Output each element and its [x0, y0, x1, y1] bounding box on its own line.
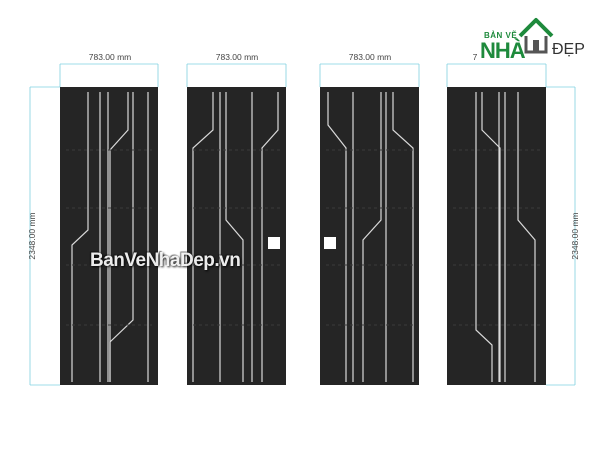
handle-square-right [268, 237, 280, 249]
groove-line [481, 92, 501, 382]
width-label-2: 783.00 mm [216, 52, 259, 62]
door-panel-2 [187, 87, 286, 385]
handle-square-left [324, 237, 336, 249]
door-panel-3 [320, 87, 419, 385]
groove-line [109, 92, 134, 382]
groove-line [71, 92, 89, 382]
door-panel-4 [447, 87, 546, 385]
dimension-lines [29, 63, 576, 386]
logo-top-text: BẢN VẼ [484, 31, 518, 40]
groove-line [109, 92, 129, 382]
logo-main-text: NHÀ [480, 38, 526, 63]
width-label-1: 783.00 mm [89, 52, 132, 62]
width-label-3: 783.00 mm [349, 52, 392, 62]
width-label-4: 7 [473, 52, 478, 62]
groove-line [517, 92, 536, 382]
logo-suffix-text: ĐẸP [552, 41, 585, 58]
brand-logo: BẢN VẼ NHÀ ĐẸP [478, 14, 593, 66]
door-panel-1 [60, 87, 158, 385]
panel-grooves [66, 92, 540, 382]
groove-line [225, 92, 244, 382]
house-logo-icon [518, 18, 554, 54]
groove-line [475, 92, 493, 382]
height-label-left: 2348.00 mm [27, 212, 37, 259]
watermark-text: BanVeNhaDep.vn [90, 250, 241, 271]
height-label-right: 2348.00 mm [570, 212, 580, 259]
groove-line [362, 92, 382, 382]
